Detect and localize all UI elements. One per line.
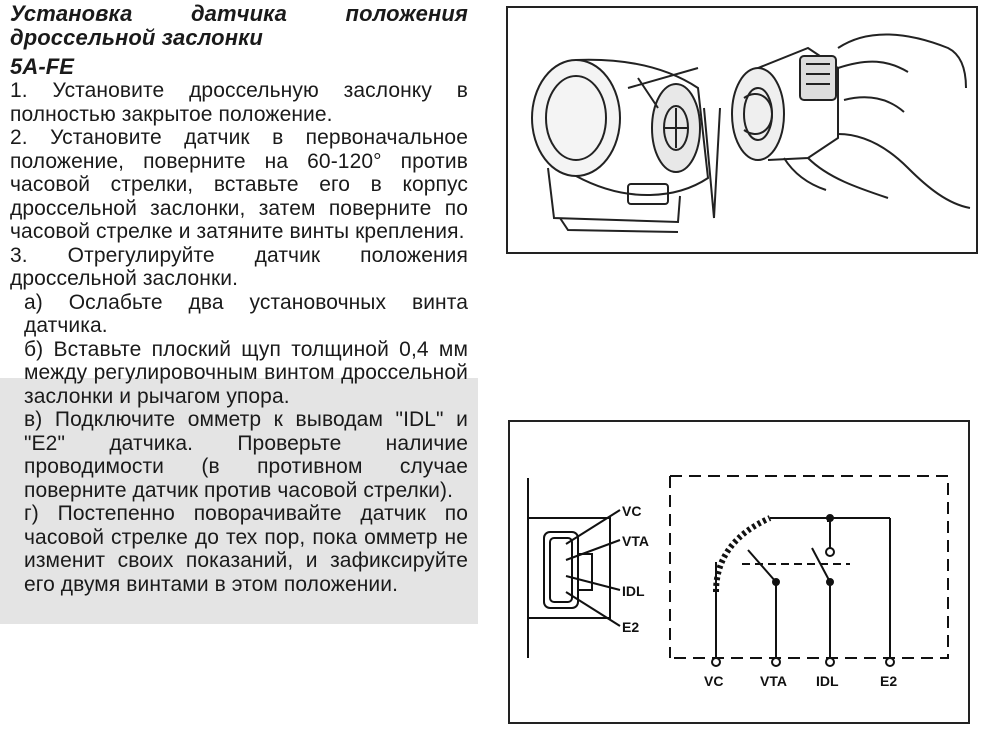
connector-label-e2: E2 xyxy=(622,619,639,635)
terminal-label-vc: VC xyxy=(704,673,723,689)
scan-shading xyxy=(0,378,478,624)
terminal-label-idl: IDL xyxy=(816,673,839,689)
step-3b: б) Вставьте плоский щуп толщиной 0,4 мм … xyxy=(24,337,468,408)
connector-label-idl: IDL xyxy=(622,583,645,599)
connector-label-vta: VTA xyxy=(622,533,649,549)
connector-label-vc: VC xyxy=(622,503,641,519)
sensor-installation-figure xyxy=(506,6,978,254)
step-1: 1. Установите дроссельную заслонку в пол… xyxy=(10,79,468,126)
step-2: 2. Установите датчик в первоначальное по… xyxy=(10,126,468,243)
step-3d: г) Постепенно поворачивайте датчик по ча… xyxy=(24,502,468,596)
engine-code: 5A-FE xyxy=(10,54,75,79)
step-3: 3. Отрегулируйте датчик положения дроссе… xyxy=(10,243,468,291)
throttle-body-illustration xyxy=(531,33,971,233)
step-3c: в) Подключите омметр к выводам "IDL" и "… xyxy=(24,408,468,502)
text-column: Установка датчика положения дроссельной … xyxy=(10,2,468,596)
step-3a: а) Ослабьте два установочных винта датчи… xyxy=(24,290,468,338)
terminal-label-e2: E2 xyxy=(880,673,897,689)
section-title: Установка датчика положения дроссельной … xyxy=(10,1,468,50)
terminal-label-vta: VTA xyxy=(760,673,787,689)
circuit-diagram: VC VTA IDL E2 VC VTA IDL E2 xyxy=(527,475,949,689)
sensor-circuit-figure: VC VTA IDL E2 VC VTA IDL E2 xyxy=(508,420,970,724)
